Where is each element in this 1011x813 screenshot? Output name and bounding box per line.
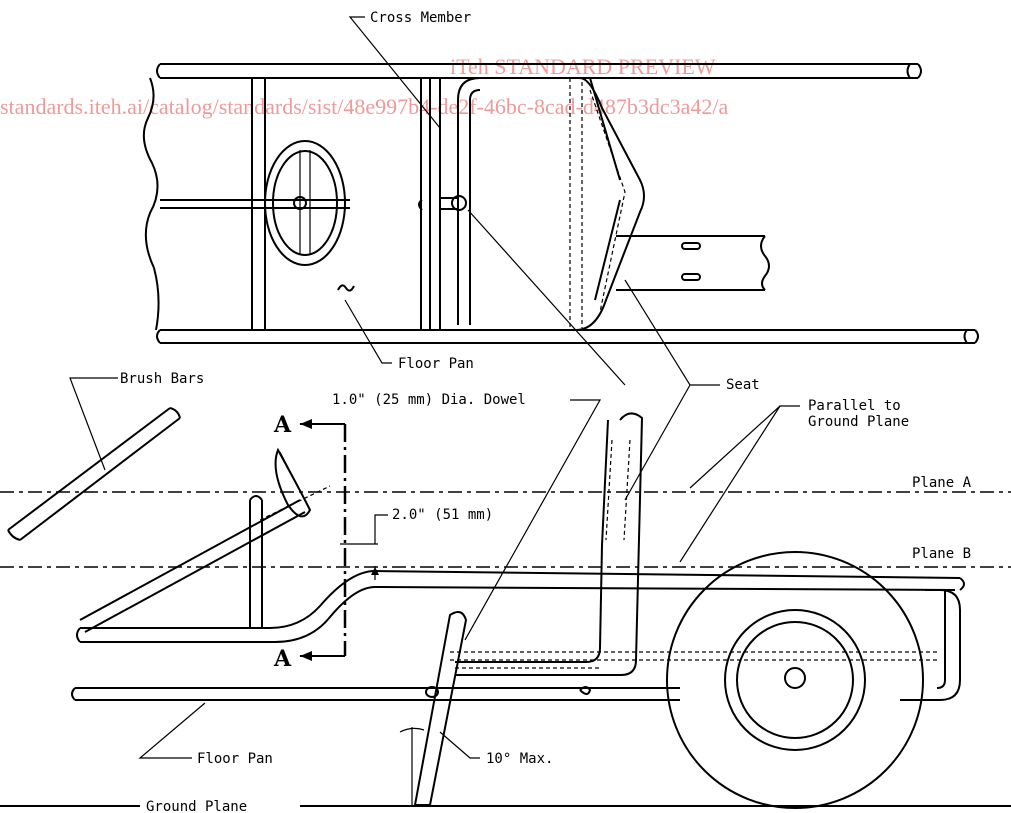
watermark-line1: iTeh STANDARD PREVIEW (450, 54, 716, 79)
rear-wheel (666, 551, 924, 809)
brush-bar (7, 407, 181, 541)
label-plane-a: Plane A (912, 475, 972, 491)
label-parallel-1: Parallel to (808, 398, 901, 414)
section-line-a (300, 419, 347, 661)
watermark-line2: standards.iteh.ai/catalog/standards/sist… (0, 94, 728, 119)
dowel (413, 610, 468, 806)
section-a-top: A (273, 412, 292, 438)
side-frame-front (71, 569, 965, 701)
label-ground-plane: Ground Plane (146, 799, 247, 813)
label-angle: 10° Max. (486, 751, 553, 767)
seat-side (455, 412, 644, 695)
label-parallel-2: Ground Plane (808, 414, 909, 430)
leader-brush-bars (69, 377, 118, 471)
steering-assembly (79, 447, 331, 633)
label-floor-pan-bottom: Floor Pan (197, 751, 273, 767)
label-offset: 2.0" (51 mm) (392, 507, 493, 523)
leader-seat-side (624, 384, 691, 501)
label-cross-member: Cross Member (370, 10, 471, 26)
label-dowel: 1.0" (25 mm) Dia. Dowel (332, 392, 526, 408)
section-a-bottom: A (273, 646, 292, 672)
label-floor-pan-top: Floor Pan (398, 356, 474, 372)
leader-floor-pan-bottom (138, 702, 206, 759)
label-seat: Seat (726, 377, 760, 393)
angle-dimension (399, 727, 480, 805)
label-brush-bars: Brush Bars (120, 371, 204, 387)
top-view-frame (142, 63, 979, 344)
label-plane-b: Plane B (912, 546, 971, 562)
leader-dowel (464, 399, 602, 641)
offset-dimension (340, 514, 388, 580)
parallel-leaders (679, 405, 800, 563)
